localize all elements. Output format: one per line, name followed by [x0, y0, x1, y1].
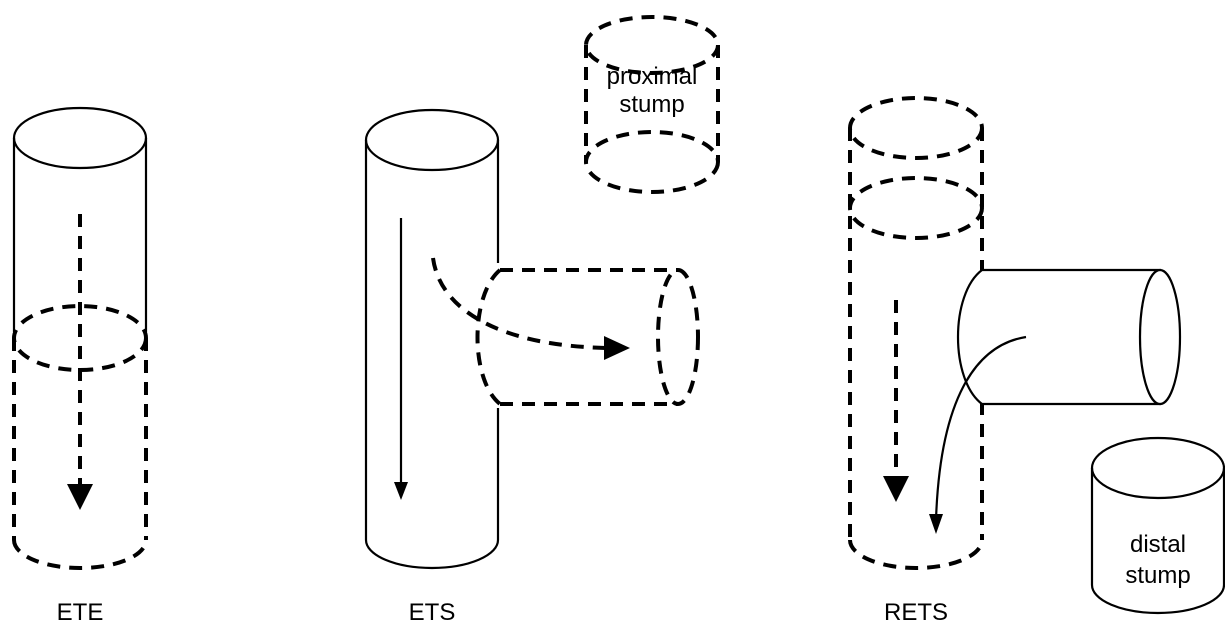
ete-solid-cylinder [12, 106, 148, 332]
distal-stump-label-line2: stump [1125, 562, 1190, 589]
ets-dashed-side-cylinder [475, 268, 700, 406]
rets-dashed-main-cylinder [848, 96, 984, 570]
proximal-stump: proximal stump [584, 15, 720, 194]
ete-flow-arrow [67, 214, 93, 510]
rets-diagram: distal stump RETS [848, 96, 1225, 626]
distal-stump: distal stump [1090, 436, 1225, 615]
ete-dashed-cylinder [12, 304, 148, 570]
proximal-stump-label-line1: proximal [607, 63, 698, 90]
ets-label: ETS [409, 599, 456, 626]
rets-label: RETS [884, 599, 948, 626]
ets-main-cylinder [364, 108, 500, 570]
ete-diagram: ETE [12, 106, 148, 626]
rets-branch-arrow [929, 335, 1027, 534]
distal-stump-label-line1: distal [1130, 531, 1186, 558]
ets-flow-arrow [394, 218, 408, 500]
rets-flow-arrow [883, 300, 909, 502]
ets-diagram: proximal stump ETS [364, 15, 720, 626]
proximal-stump-label-line2: stump [619, 91, 684, 118]
ets-branch-arrow [431, 257, 630, 360]
ete-label: ETE [57, 599, 104, 626]
rets-solid-side-cylinder [957, 268, 1182, 406]
